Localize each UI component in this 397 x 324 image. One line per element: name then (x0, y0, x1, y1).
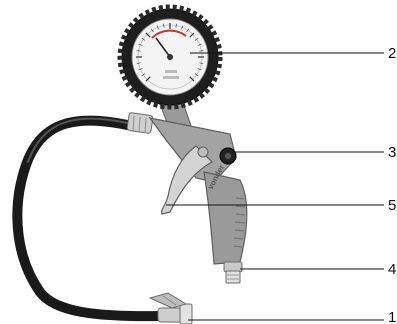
gun-body (150, 100, 247, 264)
callout-5: 5 (388, 197, 396, 214)
pressure-gauge (120, 7, 220, 107)
callout-2: 2 (388, 45, 396, 62)
hose (17, 121, 160, 317)
callout-4: 4 (388, 261, 396, 278)
pressure-release-valve (220, 148, 236, 164)
hose-ferrule (127, 112, 153, 133)
callout-1: 1 (388, 309, 396, 324)
callout-3: 3 (388, 144, 396, 161)
air-inlet-fitting (224, 262, 242, 283)
